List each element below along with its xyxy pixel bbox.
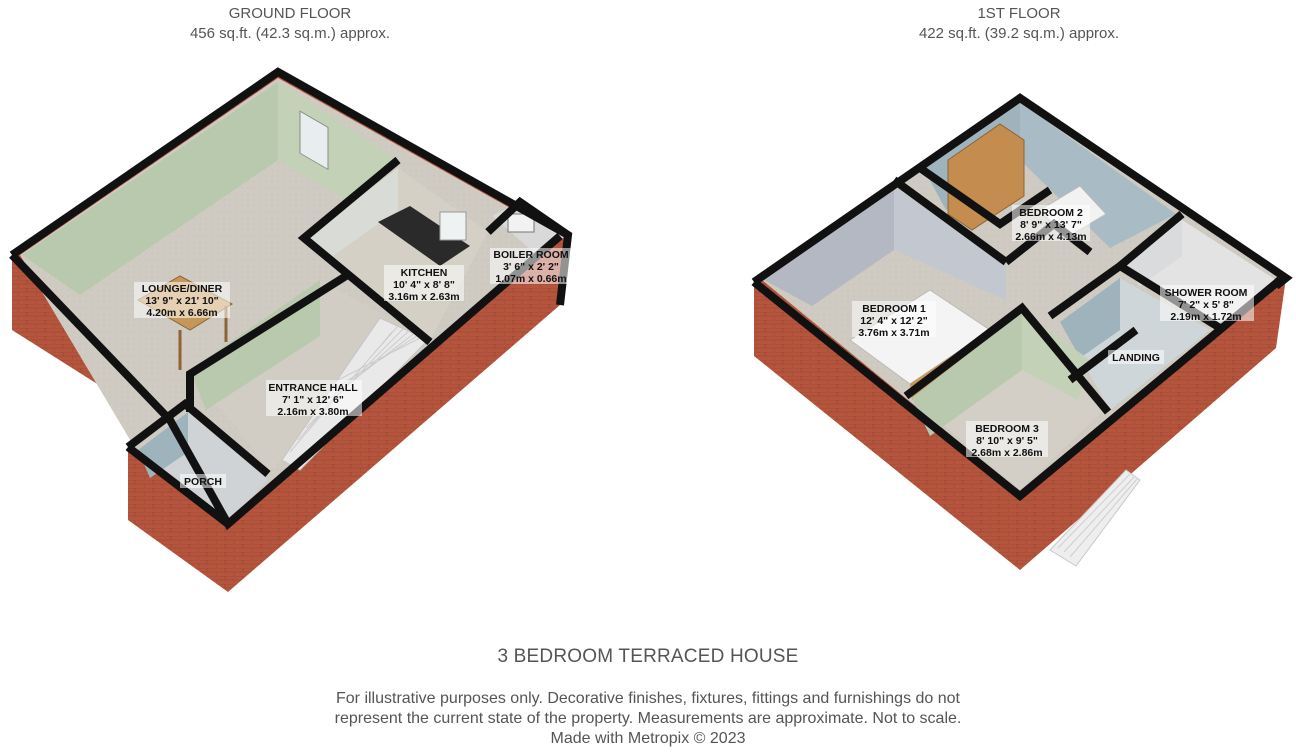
property-title: 3 BEDROOM TERRACED HOUSE — [497, 646, 799, 667]
entrance-hall-metric: 2.16m x 3.80m — [277, 406, 348, 418]
kitchen-metric: 3.16m x 2.63m — [388, 291, 459, 303]
bedroom-3-imperial: 8' 10" x 9' 5" — [976, 435, 1038, 447]
kitchen-imperial: 10' 4" x 8' 8" — [393, 279, 455, 291]
room-label-bedroom-1: BEDROOM 1 12' 4" x 12' 2" 3.76m x 3.71m — [852, 301, 936, 339]
first-floor-external-staircase — [1049, 469, 1141, 567]
bedroom-2-name: BEDROOM 2 — [1019, 207, 1083, 219]
entrance-hall-name: ENTRANCE HALL — [268, 382, 358, 394]
shower-room-name: SHOWER ROOM — [1165, 287, 1248, 299]
disclaimer-line-2: represent the current state of the prope… — [334, 710, 962, 727]
lounge-window — [299, 110, 329, 171]
bedroom-3-name: BEDROOM 3 — [975, 423, 1039, 435]
boiler-room-imperial: 3' 6" x 2' 2" — [503, 261, 559, 273]
first-floor-area: 422 sq.ft. (39.2 sq.m.) approx. — [918, 25, 1120, 42]
room-label-bedroom-2: BEDROOM 2 8' 9" x 13' 7" 2.66m x 4.13m — [1012, 205, 1090, 243]
room-label-lounge-diner: LOUNGE/DINER 13' 9" x 21' 10" 4.20m x 6.… — [134, 282, 230, 319]
bedroom-1-imperial: 12' 4" x 12' 2" — [860, 315, 928, 327]
ground-floor-title: GROUND FLOOR — [228, 5, 352, 22]
disclaimer-line-1: For illustrative purposes only. Decorati… — [336, 690, 960, 707]
disclaimer-line-3: Made with Metropix © 2023 — [550, 730, 746, 747]
lounge-right-wall — [278, 82, 398, 200]
bedroom-3-wall — [912, 312, 1022, 436]
landing-wall — [1060, 278, 1120, 358]
bedroom-3-metric: 2.68m x 2.86m — [971, 447, 1042, 459]
room-label-bedroom-3: BEDROOM 3 8' 10" x 9' 5" 2.68m x 2.86m — [966, 421, 1048, 459]
kitchen-back-wall — [306, 168, 398, 258]
ground-floor-labels: LOUNGE/DINER 13' 9" x 21' 10" 4.20m x 6.… — [134, 248, 572, 488]
kitchen-window — [439, 211, 467, 241]
porch-name: PORCH — [184, 476, 222, 488]
first-floor-plan — [751, 93, 1293, 570]
lounge-diner-name: LOUNGE/DINER — [142, 283, 223, 295]
ground-floor-walls — [9, 67, 573, 531]
entrance-hall-floor — [190, 280, 428, 470]
kitchen-name: KITCHEN — [401, 267, 448, 279]
kitchen-worktop — [378, 206, 470, 266]
ground-floor-plan — [9, 67, 573, 592]
entrance-hall-imperial: 7' 1" x 12' 6" — [282, 394, 344, 406]
bedroom-1-metric: 3.76m x 3.71m — [858, 327, 929, 339]
ground-floor-header: GROUND FLOOR 456 sq.ft. (42.3 sq.m.) app… — [140, 4, 440, 44]
first-floor-walls — [751, 93, 1293, 502]
first-floor-labels: BEDROOM 2 8' 9" x 13' 7" 2.66m x 4.13m B… — [852, 205, 1254, 459]
shower-room-metric: 2.19m x 1.72m — [1170, 311, 1241, 323]
lounge-diner-metric: 4.20m x 6.66m — [146, 307, 217, 319]
ground-floor-area: 456 sq.ft. (42.3 sq.m.) approx. — [189, 25, 391, 42]
lounge-back-wall — [22, 82, 278, 295]
first-floor-header: 1ST FLOOR 422 sq.ft. (39.2 sq.m.) approx… — [869, 4, 1169, 44]
room-label-landing: LANDING — [1108, 350, 1164, 364]
landing-name: LANDING — [1112, 352, 1160, 364]
room-label-kitchen: KITCHEN 10' 4" x 8' 8" 3.16m x 2.63m — [384, 265, 464, 303]
shower-room-wall — [1120, 220, 1182, 286]
floor-plans: LOUNGE/DINER 13' 9" x 21' 10" 4.20m x 6.… — [9, 67, 1293, 592]
lounge-diner-imperial: 13' 9" x 21' 10" — [145, 295, 218, 307]
disclaimer: For illustrative purposes only. Decorati… — [0, 689, 1296, 749]
bedroom-2-side-wall — [1020, 102, 1176, 248]
room-label-porch: PORCH — [180, 474, 226, 488]
first-floor-title: 1ST FLOOR — [977, 5, 1061, 22]
bedroom-1-name: BEDROOM 1 — [862, 303, 926, 315]
boiler-unit — [507, 213, 535, 233]
room-label-boiler-room: BOILER ROOM 3' 6" x 2' 2" 1.07m x 0.66m — [490, 248, 572, 285]
bedroom-2-imperial: 8' 9" x 13' 7" — [1020, 219, 1082, 231]
boiler-room-name: BOILER ROOM — [493, 249, 569, 261]
room-label-shower-room: SHOWER ROOM 7' 2" x 5' 8" 2.19m x 1.72m — [1160, 285, 1254, 323]
boiler-room-metric: 1.07m x 0.66m — [495, 273, 566, 285]
bedroom-1-side-wall — [894, 186, 1006, 300]
room-label-entrance-hall: ENTRANCE HALL 7' 1" x 12' 6" 2.16m x 3.8… — [266, 380, 362, 418]
bedroom-1-back-wall — [764, 186, 894, 306]
shower-room-imperial: 7' 2" x 5' 8" — [1178, 299, 1234, 311]
bedroom-2-metric: 2.66m x 4.13m — [1015, 231, 1086, 243]
